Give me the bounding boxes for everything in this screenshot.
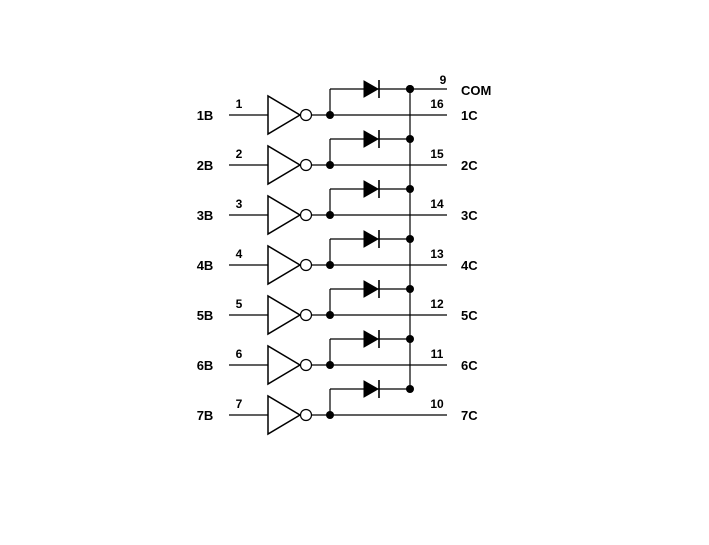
diode-icon (363, 230, 380, 248)
channel-4: 4B 4 13 4C (197, 230, 478, 286)
inversion-bubble (299, 108, 313, 122)
input-name-label: 2B (197, 158, 214, 173)
output-name-label: 5C (461, 308, 478, 323)
output-pin-label: 11 (431, 347, 444, 361)
inverter-gate (267, 294, 302, 336)
input-pin-label: 2 (236, 147, 243, 161)
input-pin-label: 5 (236, 297, 243, 311)
bus-junction-dot (406, 335, 414, 343)
diode-icon (363, 180, 380, 198)
output-name-label: 7C (461, 408, 478, 423)
bus-junction-dot (406, 85, 414, 93)
channels-layer: 1B 1 16 1C 2B 2 15 2C 3B 3 14 3C 4B 4 13 4C 5B 5 12 5C 6B 6 11… (197, 80, 478, 436)
bus-junction-dot (406, 135, 414, 143)
input-pin-label: 4 (236, 247, 243, 261)
inverter-gate (267, 194, 302, 236)
output-pin-label: 10 (430, 397, 444, 411)
inversion-bubble (299, 408, 313, 422)
channel-7: 7B 7 10 7C (197, 380, 478, 436)
diode-icon (363, 80, 380, 98)
bus-junction-dot (406, 385, 414, 393)
output-name-label: 3C (461, 208, 478, 223)
inverter-gate (267, 94, 302, 136)
diode-icon (363, 380, 380, 398)
output-pin-label: 13 (430, 247, 444, 261)
channel-2: 2B 2 15 2C (197, 130, 478, 186)
output-pin-label: 16 (430, 97, 444, 111)
channel-3: 3B 3 14 3C (197, 180, 478, 236)
diode-icon (363, 130, 380, 148)
channel-5: 5B 5 12 5C (197, 280, 478, 336)
output-name-label: 4C (461, 258, 478, 273)
input-name-label: 5B (197, 308, 214, 323)
inverter-gate (267, 244, 302, 286)
input-pin-label: 7 (236, 397, 243, 411)
inversion-bubble (299, 158, 313, 172)
channel-1: 1B 1 16 1C (197, 80, 478, 136)
bus-junction-dot (406, 235, 414, 243)
input-pin-label: 1 (236, 97, 243, 111)
inversion-bubble (299, 208, 313, 222)
inverter-gate (267, 144, 302, 186)
com-pin-number: 9 (440, 73, 447, 87)
inversion-bubble (299, 308, 313, 322)
inversion-bubble (299, 358, 313, 372)
input-name-label: 6B (197, 358, 214, 373)
channel-6: 6B 6 11 6C (197, 330, 478, 386)
input-name-label: 3B (197, 208, 214, 223)
com-label: COM (461, 83, 491, 98)
com-terminal: 9 COM (440, 73, 492, 98)
output-name-label: 6C (461, 358, 478, 373)
inversion-bubble (299, 258, 313, 272)
diode-icon (363, 330, 380, 348)
output-pin-label: 15 (430, 147, 444, 161)
input-pin-label: 6 (236, 347, 243, 361)
input-name-label: 1B (197, 108, 214, 123)
output-pin-label: 14 (430, 197, 444, 211)
input-name-label: 7B (197, 408, 214, 423)
input-name-label: 4B (197, 258, 214, 273)
output-name-label: 1C (461, 108, 478, 123)
bus-junction-dot (406, 285, 414, 293)
output-pin-label: 12 (430, 297, 444, 311)
bus-junction-dot (406, 185, 414, 193)
diode-icon (363, 280, 380, 298)
input-pin-label: 3 (236, 197, 243, 211)
inverter-gate (267, 344, 302, 386)
output-name-label: 2C (461, 158, 478, 173)
inverter-gate (267, 394, 302, 436)
